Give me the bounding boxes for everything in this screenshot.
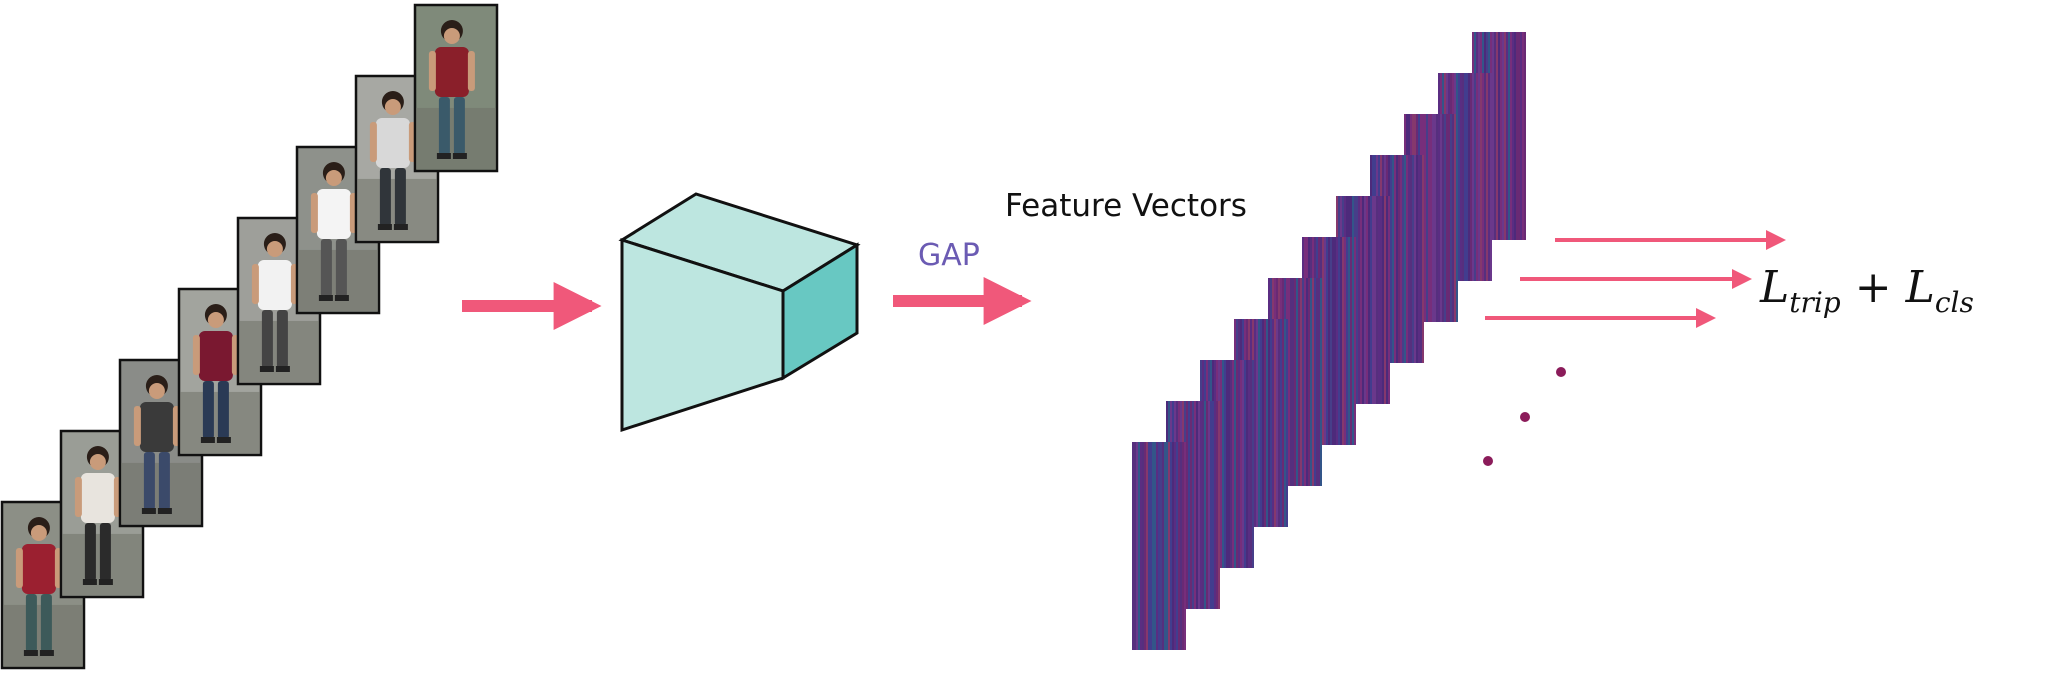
ellipsis-dot-2	[1520, 412, 1530, 422]
cube-side-face	[781, 242, 859, 381]
ellipsis-dot-1	[1556, 367, 1566, 377]
loss-formula: Ltrip + Lcls	[1760, 262, 1974, 319]
loss-cls-subscript: cls	[1934, 285, 1974, 319]
loss-trip-subscript: trip	[1789, 285, 1841, 319]
loss-trip-symbol: L	[1760, 262, 1790, 313]
loss-cls-symbol: L	[1905, 262, 1935, 313]
loss-plus: +	[1854, 262, 1892, 313]
person-frame	[413, 3, 499, 173]
feature-vector	[1234, 319, 1288, 527]
person-frame	[118, 358, 204, 528]
gap-label: GAP	[918, 238, 980, 273]
feature-vector	[1132, 442, 1186, 650]
image-frames-stack	[0, 3, 499, 670]
feature-vectors-label: Feature Vectors	[1005, 188, 1247, 224]
cnn-backbone-cube	[618, 192, 861, 433]
ellipsis-dot-3	[1483, 456, 1493, 466]
feature-vectors-stack	[1132, 32, 1526, 650]
feature-vector	[1336, 196, 1390, 404]
person-frame	[354, 74, 440, 244]
